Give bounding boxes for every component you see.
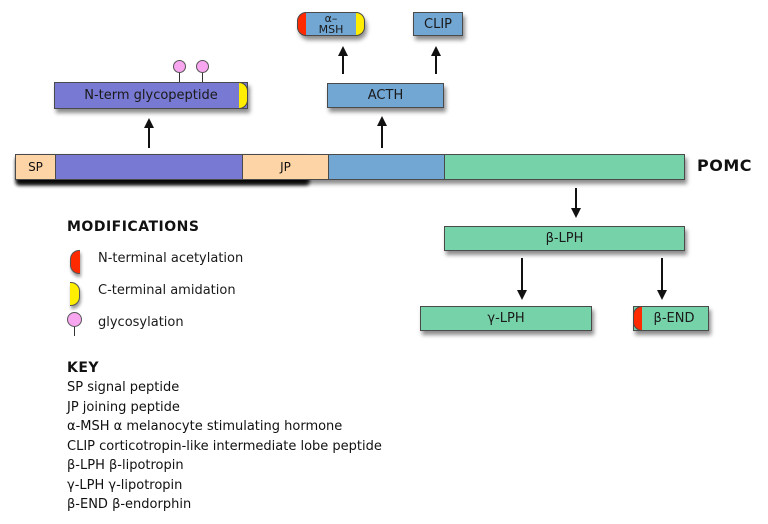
legend-c-amidation-label: C-terminal amidation — [98, 283, 236, 298]
beta-lph-box: β-LPH — [444, 226, 685, 251]
acth-label: ACTH — [367, 88, 404, 103]
key-heading: KEY — [67, 360, 100, 376]
legend-glycosylation-icon — [67, 312, 83, 336]
c-terminal-amidation-icon — [239, 82, 248, 109]
pomc-segment-jp: JP — [243, 155, 329, 179]
legend-n-acetylation-icon — [70, 250, 80, 274]
gamma-lph-box: γ-LPH — [420, 306, 592, 331]
alpha-msh-label-line1: α– — [324, 12, 338, 25]
pomc-label: POMC — [697, 156, 752, 175]
acth-box: ACTH — [327, 83, 444, 108]
pomc-segment-n-term — [56, 155, 243, 179]
arrow-up-icon — [431, 46, 441, 74]
arrow-down-icon — [517, 258, 527, 300]
key-item: CLIP corticotropin-like intermediate lob… — [67, 438, 382, 454]
alpha-msh-box: α– MSH — [297, 12, 365, 36]
n-terminal-acetylation-icon — [633, 306, 642, 331]
pomc-segment-acth — [329, 155, 445, 179]
pomc-segment-sp-label: SP — [28, 160, 43, 174]
beta-end-label: β-END — [653, 311, 695, 326]
key-item: JP joining peptide — [67, 399, 180, 415]
key-item: γ-LPH γ-lipotropin — [67, 477, 183, 493]
arrow-up-icon — [144, 118, 154, 148]
arrow-down-icon — [571, 188, 581, 218]
modifications-heading: MODIFICATIONS — [67, 219, 200, 235]
pomc-segment-sp: SP — [16, 155, 56, 179]
arrow-up-icon — [377, 116, 387, 148]
key-item: β-LPH β-lipotropin — [67, 458, 184, 473]
key-item: β-END β-endorphin — [67, 497, 192, 512]
arrow-down-icon — [657, 258, 667, 300]
clip-label: CLIP — [424, 16, 452, 32]
n-term-glycopeptide-label: N-term glycopeptide — [84, 88, 218, 103]
legend-glycosylation-label: glycosylation — [98, 315, 184, 330]
legend-c-amidation-icon — [70, 282, 80, 306]
n-terminal-acetylation-icon — [297, 12, 306, 36]
pomc-segment-jp-label: JP — [280, 160, 291, 174]
gamma-lph-label: γ-LPH — [487, 311, 525, 326]
key-item: SP signal peptide — [67, 380, 180, 395]
arrow-up-icon — [338, 46, 348, 74]
glycosylation-icon — [173, 60, 187, 82]
c-terminal-amidation-icon — [356, 12, 365, 36]
beta-end-box: β-END — [633, 306, 709, 331]
alpha-msh-label-line2: MSH — [318, 23, 344, 36]
beta-lph-label: β-LPH — [545, 231, 584, 246]
glycosylation-icon — [196, 60, 210, 82]
clip-box: CLIP — [413, 12, 463, 36]
key-list: SP signal peptide JP joining peptide α-M… — [67, 378, 382, 515]
legend-n-acetylation-label: N-terminal acetylation — [98, 251, 244, 266]
key-item: α-MSH α melanocyte stimulating hormone — [67, 419, 343, 434]
pomc-segment-beta-lph — [445, 155, 684, 179]
n-term-glycopeptide-box: N-term glycopeptide — [54, 82, 248, 109]
pomc-bar-actual: SP JP — [15, 154, 685, 180]
